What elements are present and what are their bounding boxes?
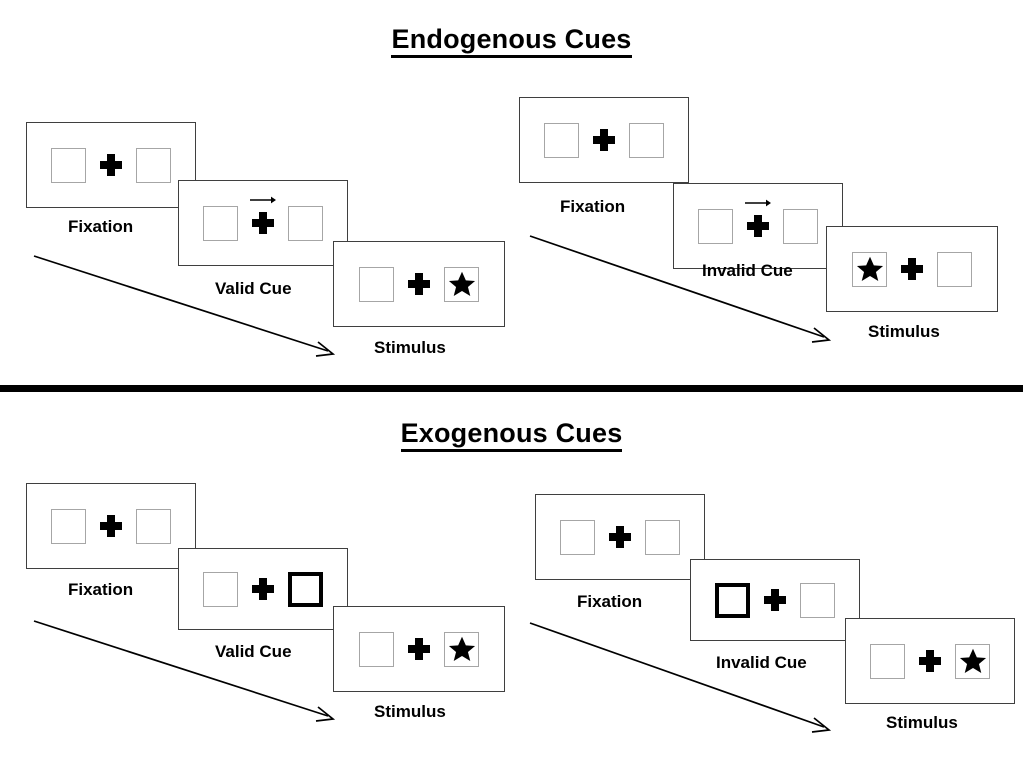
- target-box-right: [136, 508, 171, 544]
- panel-label-exogenous-valid-fixation: Fixation: [68, 580, 134, 599]
- exogenous-section-title-text: Exogenous Cues: [400, 418, 623, 452]
- plus-cross-icon: [593, 129, 615, 151]
- panel-content: [715, 582, 835, 618]
- endogenous-section-title: Endogenous Cues: [0, 24, 1023, 58]
- panel-label-endogenous-valid-cue: Valid Cue: [215, 279, 292, 298]
- diagonal-arrow-icon-endogenous-left: [33, 255, 336, 357]
- target-box-left: [544, 122, 579, 158]
- panel-label-exogenous-invalid-cue: Invalid Cue: [716, 653, 807, 672]
- panel-content: [870, 643, 990, 679]
- target-box-right: [629, 122, 664, 158]
- panel-label-endogenous-invalid-fixation: Fixation: [560, 197, 626, 216]
- target-box-left: [203, 571, 238, 607]
- section-divider: [0, 385, 1023, 392]
- panel-content: [544, 122, 664, 158]
- plus-cross-icon: [901, 258, 923, 280]
- panel-exogenous-invalid-cue: [690, 559, 860, 641]
- panel-content: [852, 251, 972, 287]
- target-box-right: [800, 582, 835, 618]
- panel-content: [203, 196, 323, 241]
- target-box-left: [852, 251, 887, 287]
- target-box-left: [698, 208, 733, 244]
- target-box-right: [288, 205, 323, 241]
- panel-label-exogenous-valid-stimulus: Stimulus: [374, 702, 446, 721]
- panel-endogenous-valid-fixation: [26, 122, 196, 208]
- target-box-right: [136, 147, 171, 183]
- panel-content: [51, 508, 171, 544]
- panel-label-endogenous-invalid-cue: Invalid Cue: [702, 261, 793, 280]
- plus-cross-icon: [609, 526, 631, 548]
- target-box-right: [955, 643, 990, 679]
- panel-exogenous-invalid-stimulus: [845, 618, 1015, 704]
- panel-content: [359, 266, 479, 302]
- target-box-right: [444, 266, 479, 302]
- target-box-left: [359, 631, 394, 667]
- target-box-right: [444, 631, 479, 667]
- panel-endogenous-valid-cue: [178, 180, 348, 266]
- endogenous-section-title-text: Endogenous Cues: [391, 24, 632, 58]
- target-box-left-cued: [715, 582, 750, 618]
- panel-content: [560, 519, 680, 555]
- plus-cross-icon: [250, 196, 276, 234]
- plus-cross-icon: [745, 199, 771, 237]
- panel-endogenous-valid-stimulus: [333, 241, 505, 327]
- target-box-left: [51, 508, 86, 544]
- panel-label-endogenous-valid-stimulus: Stimulus: [374, 338, 446, 357]
- panel-exogenous-valid-fixation: [26, 483, 196, 569]
- panel-label-endogenous-invalid-stimulus: Stimulus: [868, 322, 940, 341]
- target-box-left: [51, 147, 86, 183]
- plus-cross-icon: [764, 589, 786, 611]
- plus-cross-icon: [919, 650, 941, 672]
- target-box-right-cued: [288, 571, 323, 607]
- panel-content: [359, 631, 479, 667]
- plus-cross-icon: [408, 638, 430, 660]
- target-box-right: [645, 519, 680, 555]
- exogenous-section-title: Exogenous Cues: [0, 418, 1023, 452]
- plus-cross-icon: [100, 515, 122, 537]
- plus-cross-icon: [252, 578, 274, 600]
- panel-exogenous-valid-cue: [178, 548, 348, 630]
- target-box-left: [870, 643, 905, 679]
- panel-content: [203, 571, 323, 607]
- star-icon: [448, 271, 475, 297]
- panel-content: [51, 147, 171, 183]
- panel-label-endogenous-valid-fixation: Fixation: [68, 217, 134, 236]
- arrow-right-icon: [745, 199, 771, 207]
- plus-cross-icon: [100, 154, 122, 176]
- target-box-right: [937, 251, 972, 287]
- star-icon: [448, 636, 475, 662]
- panel-label-exogenous-valid-cue: Valid Cue: [215, 642, 292, 661]
- panel-endogenous-invalid-stimulus: [826, 226, 998, 312]
- panel-exogenous-valid-stimulus: [333, 606, 505, 692]
- panel-label-exogenous-invalid-stimulus: Stimulus: [886, 713, 958, 732]
- target-box-left: [560, 519, 595, 555]
- panel-content: [698, 199, 818, 244]
- star-icon: [959, 648, 986, 674]
- star-icon: [856, 256, 883, 282]
- arrow-right-icon: [250, 196, 276, 204]
- target-box-left: [359, 266, 394, 302]
- plus-cross-icon: [408, 273, 430, 295]
- target-box-right: [783, 208, 818, 244]
- panel-label-exogenous-invalid-fixation: Fixation: [577, 592, 643, 611]
- panel-endogenous-invalid-cue: [673, 183, 843, 269]
- panel-endogenous-invalid-fixation: [519, 97, 689, 183]
- panel-exogenous-invalid-fixation: [535, 494, 705, 580]
- target-box-left: [203, 205, 238, 241]
- diagonal-arrow-icon-exogenous-left: [33, 620, 336, 722]
